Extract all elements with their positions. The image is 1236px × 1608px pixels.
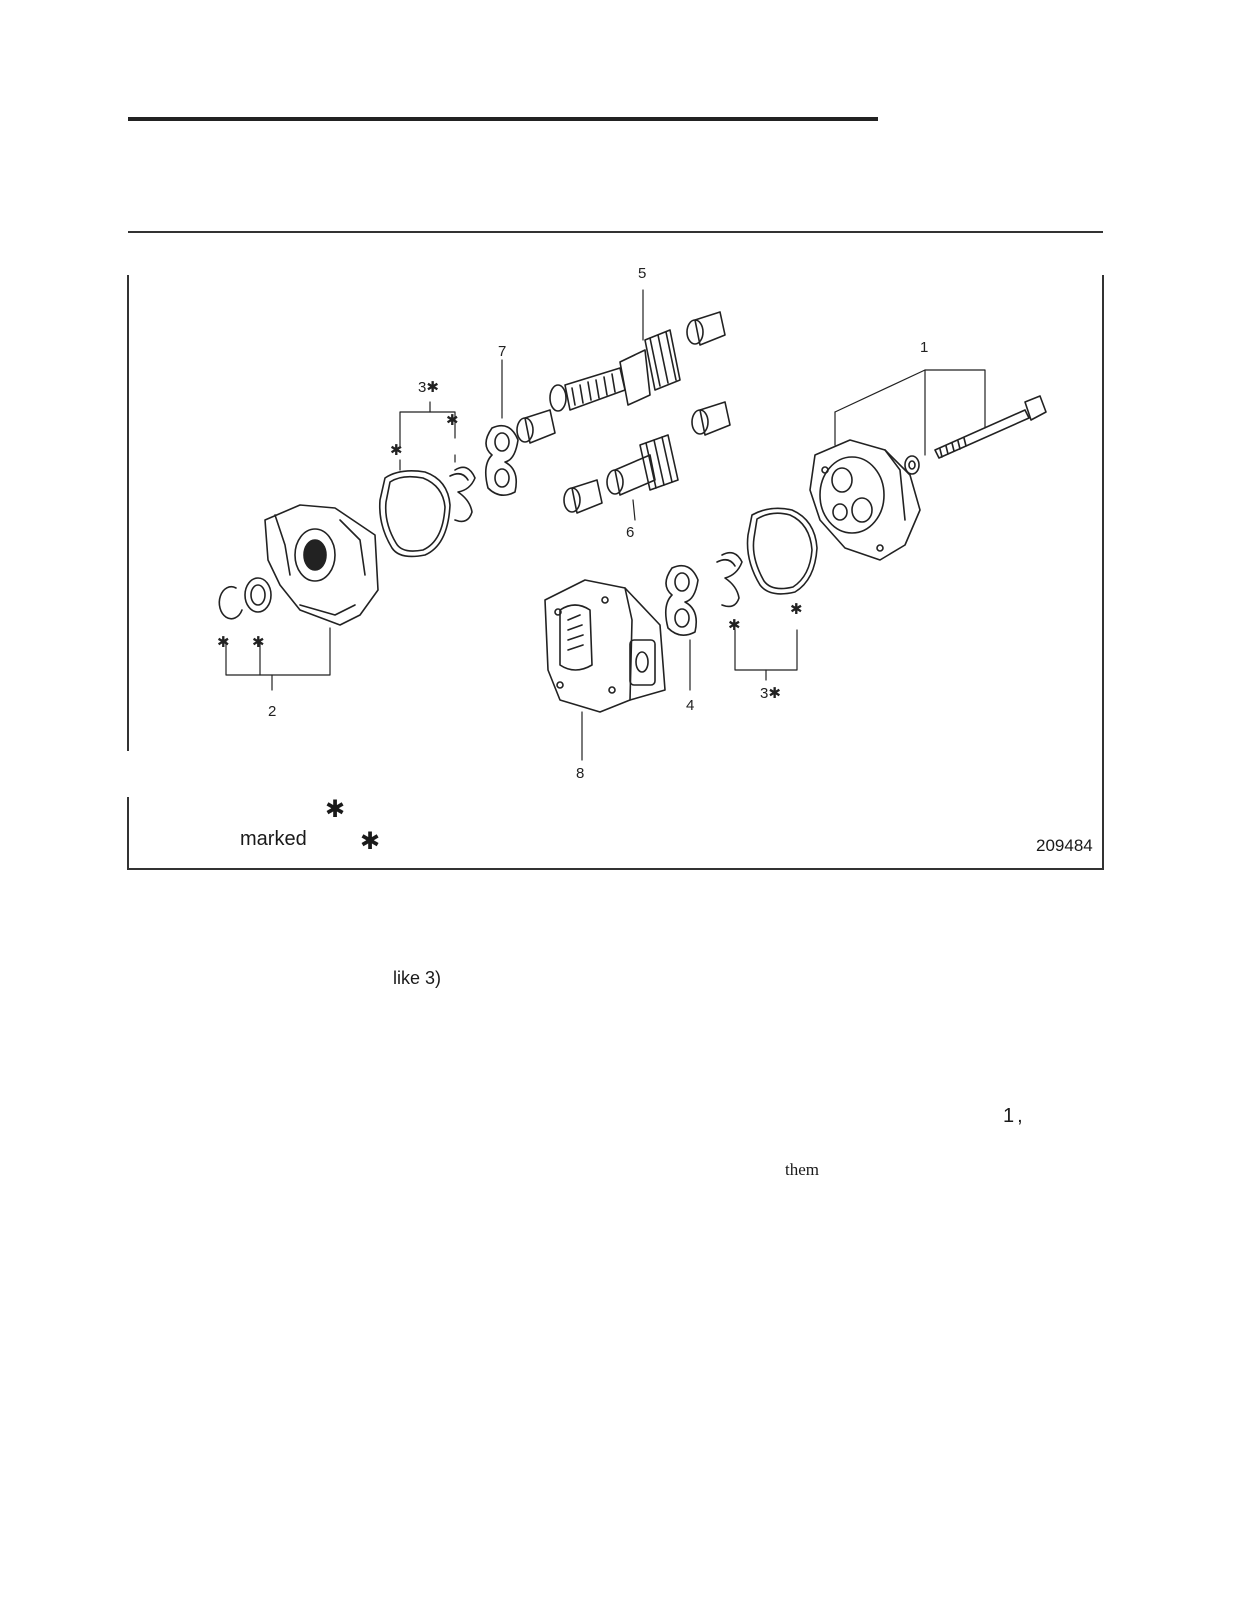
seal-ring-part — [244, 577, 272, 613]
callout-1: 1 — [920, 339, 928, 356]
asterisk-marker: ✱ — [728, 617, 741, 634]
callout-6: 6 — [626, 524, 634, 541]
asterisk-marker: ✱ — [446, 412, 459, 429]
callout-4: 4 — [686, 697, 694, 714]
washer-part — [904, 455, 920, 475]
asterisk-marker: ✱ — [790, 601, 803, 618]
bushing-6a — [691, 401, 731, 436]
bushing-5b — [516, 409, 556, 444]
figure-number: 209484 — [1036, 836, 1093, 855]
backup-seal-left — [449, 466, 476, 523]
section-rule — [128, 231, 1103, 233]
rear-cover-part — [809, 439, 921, 561]
callout-3-right: 3✱ — [760, 685, 781, 702]
callout-8: 8 — [576, 765, 584, 782]
note-asterisk-2: ✱ — [360, 828, 381, 855]
gear-housing-part — [544, 579, 666, 713]
note-marked-label: marked — [240, 828, 307, 850]
front-cover-part — [264, 504, 379, 626]
body-text-fragment: them — [785, 1160, 819, 1179]
bushing-5a — [686, 311, 726, 346]
wear-plate-4-part — [664, 564, 699, 636]
callout-2: 2 — [268, 703, 276, 720]
wear-plate-part — [484, 424, 519, 496]
figure-frame-left — [127, 275, 129, 751]
asterisk-marker: ✱ — [217, 634, 230, 651]
bushing-6b — [563, 479, 603, 514]
drive-shaft-gear-part — [549, 329, 681, 412]
o-ring-gasket-right — [746, 507, 818, 595]
snap-ring-part — [218, 585, 243, 620]
asterisk-marker: ✱ — [252, 634, 265, 651]
top-rule — [128, 117, 878, 121]
callout-3-left: 3✱ — [418, 379, 439, 396]
driven-gear-part — [606, 434, 679, 496]
backup-seal-right — [716, 551, 743, 608]
body-text-fragment: like 3) — [393, 968, 442, 988]
callout-leaders — [225, 289, 986, 761]
o-ring-gasket-left — [378, 470, 451, 558]
figure-frame-right — [1102, 275, 1104, 870]
bolt-part — [934, 395, 1047, 459]
callout-5: 5 — [638, 265, 646, 282]
asterisk-marker: ✱ — [390, 442, 403, 459]
figure-frame-left-lower — [127, 797, 129, 870]
callout-7: 7 — [498, 343, 506, 360]
note-asterisk: ✱ — [325, 796, 346, 823]
body-text-fragment: 1, — [1003, 1105, 1026, 1127]
figure-frame-bottom — [127, 868, 1104, 870]
